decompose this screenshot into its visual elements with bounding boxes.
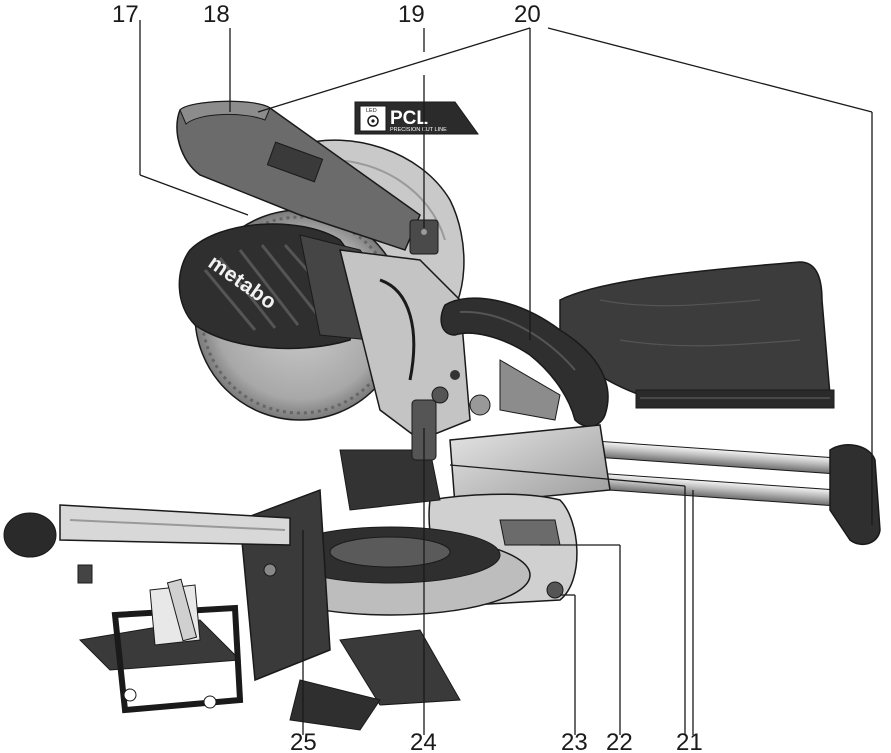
- led-icon: [367, 115, 379, 127]
- callout-18: 18: [203, 1, 230, 28]
- dust-bag: [559, 261, 835, 409]
- slide-rails: [449, 424, 881, 546]
- pcl-title: PCL: [390, 108, 428, 129]
- rail-end-cap: [829, 444, 881, 546]
- base: [78, 578, 461, 731]
- pcl-led-label: LED: [366, 108, 377, 114]
- callout-labels: 17 18 19 20 25 24 23 22 21: [112, 1, 703, 753]
- callout-22: 22: [606, 729, 633, 753]
- callout-23: 23: [561, 729, 588, 753]
- callout-20: 20: [514, 1, 541, 28]
- top-battery-handle: [176, 100, 439, 255]
- callout-24: 24: [410, 729, 437, 753]
- callout-19: 19: [398, 1, 425, 28]
- pcl-badge: LED PCL PRECISION CUT LINE: [354, 101, 479, 135]
- bevel-lock-lever: [499, 519, 561, 546]
- extension-knob: [3, 512, 57, 558]
- pcl-subtitle: PRECISION CUT LINE: [390, 127, 447, 133]
- callout-25: 25: [290, 729, 317, 753]
- callout-21: 21: [676, 729, 703, 753]
- left-extension: [3, 504, 291, 584]
- arm-assembly: [339, 249, 491, 441]
- front-handle: [440, 297, 609, 427]
- callout-17: 17: [112, 1, 139, 28]
- bevel-knob: [546, 581, 564, 599]
- leader-lines: [139, 20, 873, 735]
